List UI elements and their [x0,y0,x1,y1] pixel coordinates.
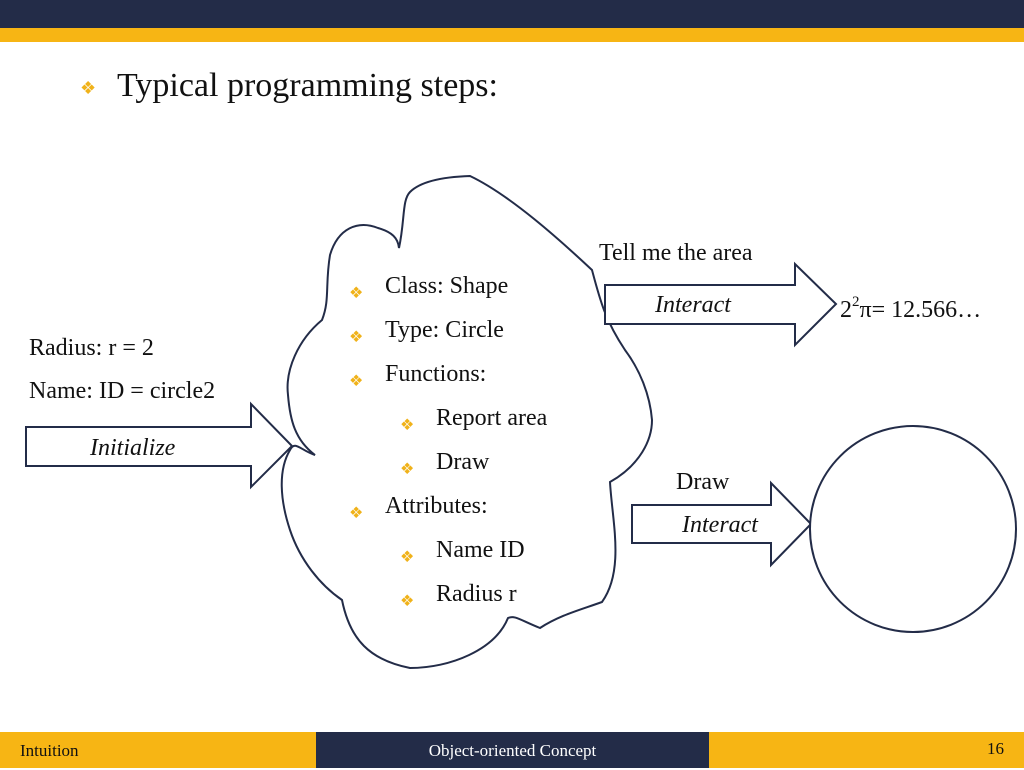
header-bar [0,0,1024,28]
cloud-item: Type: Circle [385,317,504,343]
bullet-icon: ❖ [400,549,415,566]
bullet-icon: ❖ [349,373,364,390]
object-cloud-shape [280,174,654,670]
page-number: 16 [987,739,1004,758]
drawn-circle [809,425,1017,633]
footer-section-right: 16 [709,732,1024,768]
draw-interact-arrow [631,480,813,568]
footer-presentation-title: Object-oriented Concept [316,732,709,768]
title-bullet-icon: ❖ [80,78,97,98]
radius-label: Radius: r = 2 [29,335,154,361]
footer-section-name: Intuition [20,741,79,760]
bullet-icon: ❖ [400,593,415,610]
cloud-item: Attributes: [385,493,488,519]
area-interact-label: Interact [655,292,731,318]
area-result-base: 2 [840,297,852,323]
area-request-caption: Tell me the area [599,240,753,266]
slide-footer: Intuition Object-oriented Concept 16 [0,732,1024,768]
initialize-arrow [25,401,294,490]
cloud-subitem: Report area [436,405,548,431]
footer-section-left: Intuition [0,732,316,768]
area-result-rest: π= 12.566… [859,297,982,323]
draw-request-caption: Draw [676,469,730,495]
name-label: Name: ID = circle2 [29,378,216,404]
bullet-icon: ❖ [349,285,364,302]
draw-interact-label: Interact [682,512,758,538]
slide-title: Typical programming steps: [117,67,498,104]
header-accent-stripe [0,28,1024,42]
initialize-label: Initialize [90,435,176,461]
area-result: 22π= 12.566… [840,290,981,324]
cloud-subitem: Name ID [436,537,525,563]
bullet-icon: ❖ [400,461,415,478]
area-result-exponent: 2 [852,294,860,310]
cloud-item: Class: Shape [385,273,509,299]
area-interact-arrow [604,261,838,348]
cloud-subitem: Radius r [436,581,517,607]
cloud-item: Functions: [385,361,487,387]
bullet-icon: ❖ [349,329,364,346]
bullet-icon: ❖ [400,417,415,434]
bullet-icon: ❖ [349,505,364,522]
cloud-subitem: Draw [436,449,490,475]
